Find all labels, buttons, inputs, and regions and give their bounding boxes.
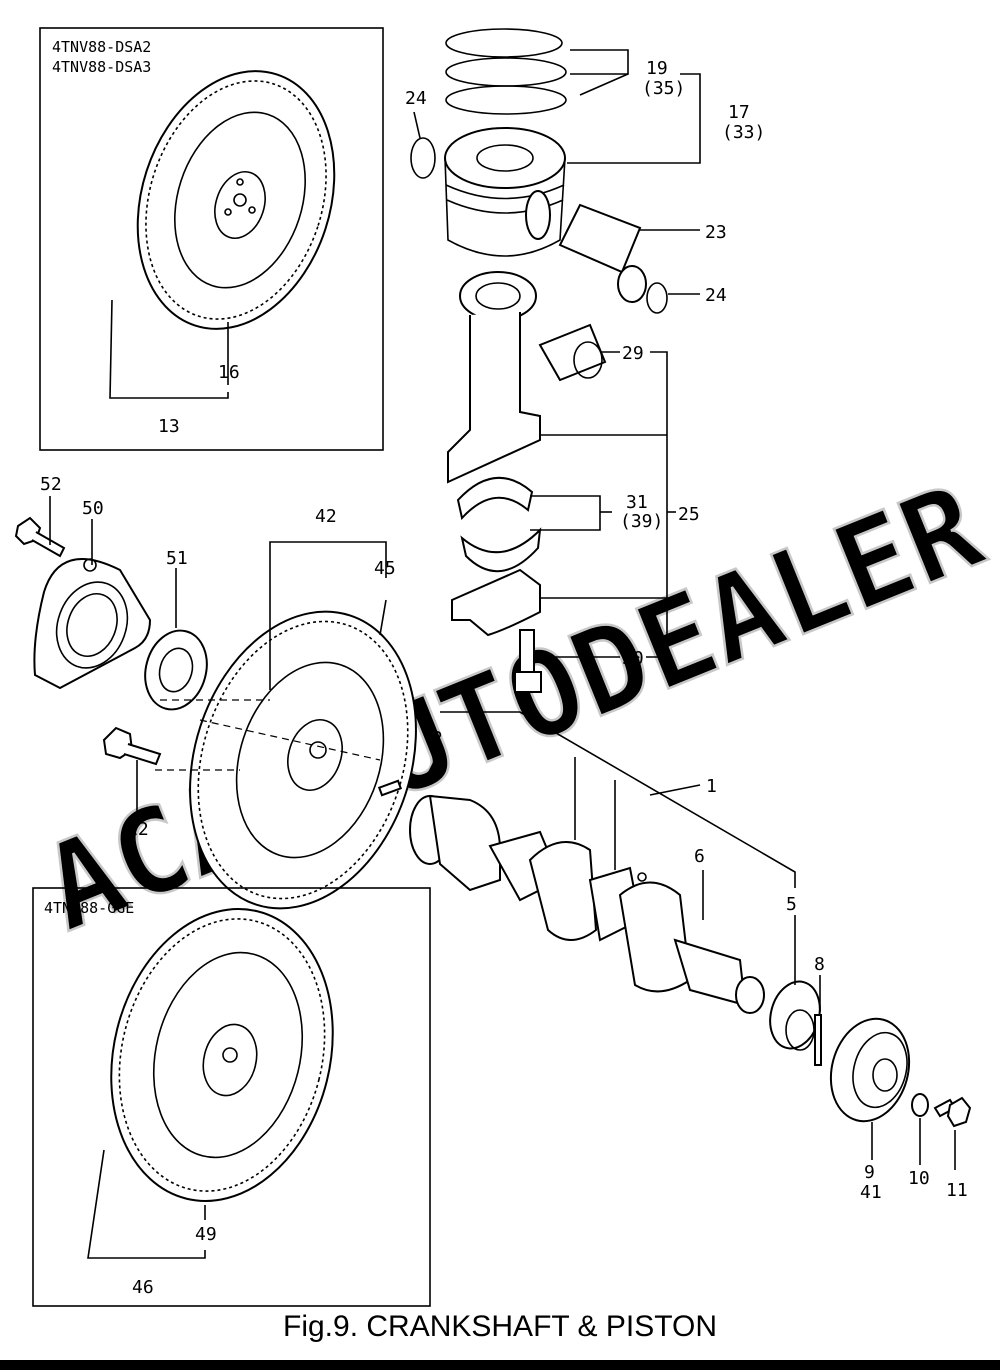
- connecting-rod-25: [447, 271, 541, 484]
- callout-45: 45: [374, 558, 396, 579]
- callout-24-left: 24: [405, 88, 427, 109]
- pulley-9: [829, 1017, 911, 1123]
- callout-19: 19: [646, 58, 668, 79]
- callout-10: 10: [908, 1168, 930, 1189]
- callout-29: 29: [622, 343, 644, 364]
- oil-seal-housing-50: [33, 558, 152, 690]
- bolt-12: [102, 726, 162, 766]
- callout-50: 50: [82, 498, 104, 519]
- crank-gear-5: [769, 980, 821, 1051]
- dowel-pin-2: [377, 779, 403, 797]
- callout-19-alt: (35): [642, 78, 685, 99]
- callout-1: 1: [706, 776, 717, 797]
- piston-17: [444, 127, 566, 257]
- callout-2: 2: [432, 728, 443, 749]
- inset-top-model-1: 4TNV88-DSA2: [52, 38, 151, 56]
- circlip-24-left: [410, 137, 436, 179]
- callout-46: 46: [132, 1277, 154, 1298]
- inset-bottom-frame: [32, 887, 431, 1307]
- callout-52: 52: [40, 474, 62, 495]
- inset-top-model-2: 4TNV88-DSA3: [52, 58, 151, 76]
- flywheel-45: [189, 610, 417, 910]
- callout-23: 23: [705, 222, 727, 243]
- bottom-rule: [0, 1360, 1000, 1370]
- washer-10: [911, 1093, 929, 1117]
- callout-11: 11: [946, 1180, 968, 1201]
- callout-41: 41: [860, 1182, 882, 1203]
- rod-cap-and-bolt-30: [451, 568, 542, 693]
- bearing-51: [144, 629, 208, 711]
- callout-17: 17: [728, 102, 750, 123]
- figure-caption: Fig.9. CRANKSHAFT & PISTON: [283, 1310, 717, 1343]
- callout-49: 49: [195, 1224, 217, 1245]
- callout-31: 31: [626, 492, 648, 513]
- callout-8: 8: [814, 954, 825, 975]
- callout-30: 30: [622, 648, 644, 669]
- callout-31-alt: (39): [620, 511, 663, 532]
- pin-8: [814, 1014, 822, 1066]
- callout-25: 25: [678, 504, 700, 525]
- small-end-bushing-29: [538, 323, 607, 382]
- callout-12: 12: [127, 819, 149, 840]
- circlip-24-right: [646, 282, 668, 314]
- callout-13: 13: [158, 416, 180, 437]
- inset-top: 4TNV88-DSA2 4TNV88-DSA3 16 13: [39, 27, 384, 451]
- callout-6: 6: [694, 846, 705, 867]
- callout-42: 42: [315, 506, 337, 527]
- flywheel-49: [110, 908, 334, 1202]
- callout-5: 5: [786, 894, 797, 915]
- callout-51: 51: [166, 548, 188, 569]
- callout-16: 16: [218, 362, 240, 383]
- inset-bottom: 4TNV88-GGE 49 46: [32, 887, 431, 1307]
- bearing-shells-31: [456, 476, 542, 573]
- bolt-52: [14, 516, 66, 558]
- callout-17-alt: (33): [722, 122, 765, 143]
- bolt-11: [933, 1096, 972, 1128]
- inset-bottom-model: 4TNV88-GGE: [44, 899, 134, 917]
- crankshaft-1: [409, 794, 765, 1014]
- piston-pin-23: [558, 203, 647, 303]
- inset-top-frame: [39, 27, 384, 451]
- callout-24-right: 24: [705, 285, 727, 306]
- flywheel-16: [136, 70, 336, 330]
- callout-9: 9: [864, 1162, 875, 1183]
- piston-rings-19: [445, 28, 567, 115]
